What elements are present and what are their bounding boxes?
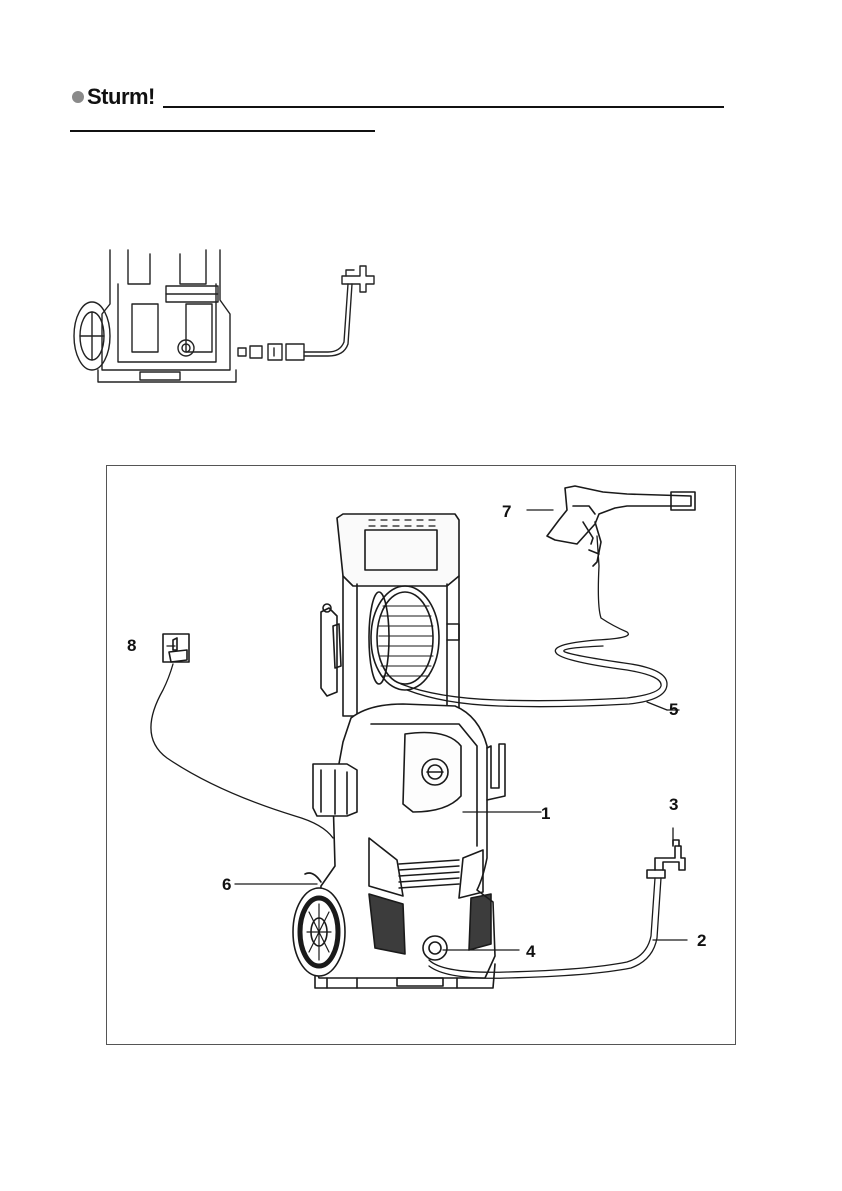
- hose-connection-illustration: [70, 244, 380, 394]
- section-title-underline: [70, 130, 375, 132]
- callout-7: 7: [502, 503, 511, 520]
- callout-3: 3: [669, 796, 678, 813]
- brand-dot-icon: [72, 91, 84, 103]
- callout-1: 1: [541, 805, 550, 822]
- brand-name: Sturm!: [87, 84, 155, 110]
- callout-8: 8: [127, 637, 136, 654]
- pressure-washer-drawing: [107, 466, 734, 1043]
- pressure-washer-diagram: [106, 465, 736, 1045]
- callout-4: 4: [526, 943, 535, 960]
- brand-logo: Sturm!: [72, 84, 155, 110]
- header-divider: [163, 106, 724, 108]
- callout-2: 2: [697, 932, 706, 949]
- callout-6: 6: [222, 876, 231, 893]
- callout-5: 5: [669, 701, 678, 718]
